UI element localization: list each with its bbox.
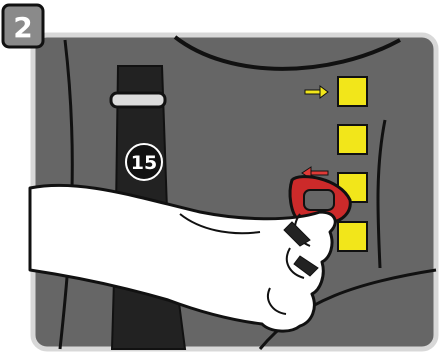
- latch-slot: [304, 190, 334, 210]
- step-badge: 2: [3, 5, 43, 47]
- adjuster-square: [338, 125, 367, 154]
- strap-guide-loop: [111, 93, 165, 107]
- adjuster-square: [338, 77, 367, 106]
- step-number: 2: [13, 11, 32, 44]
- adjuster-square: [338, 222, 367, 251]
- callout-badge: 15: [126, 144, 162, 180]
- callout-number: 15: [131, 152, 157, 174]
